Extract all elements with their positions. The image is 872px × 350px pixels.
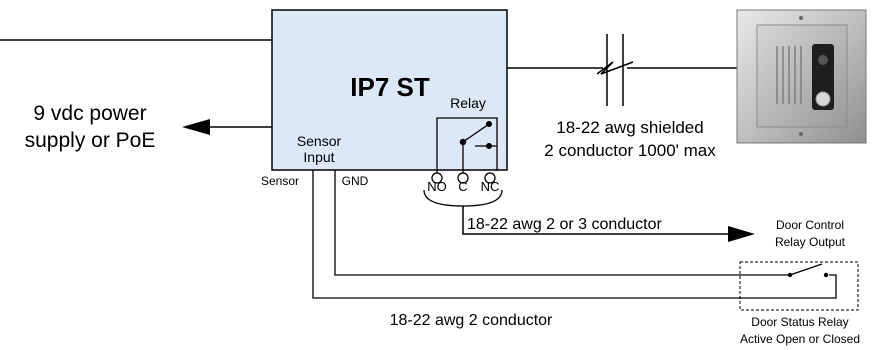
door-station-intercom — [736, 9, 867, 144]
gnd-wire — [334, 170, 789, 276]
relay-output-cable-label: 18-22 awg 2 or 3 conductor — [467, 216, 662, 233]
door-status-label-line1: Door Status Relay — [751, 315, 848, 329]
relay-label: Relay — [450, 95, 486, 111]
terminal-nc-label: NC — [481, 179, 500, 194]
relay-terminal-c — [457, 172, 469, 184]
station-cable-label-line1: 18-22 awg shielded — [556, 118, 703, 137]
sensor-cable-label: 18-22 awg 2 conductor — [390, 312, 553, 329]
door-status-relay-box — [739, 261, 859, 311]
sensor-input-label-line2: Input — [303, 149, 334, 165]
door-status-switch — [787, 263, 829, 278]
gnd-terminal-label: GND — [342, 174, 369, 188]
power-label-line1: 9 vdc power — [33, 102, 146, 125]
door-control-label-line2: Relay Output — [775, 235, 846, 249]
relay-contact-symbol — [436, 117, 498, 173]
power-label-line2: supply or PoE — [25, 129, 156, 152]
terminal-no-label: NO — [427, 179, 447, 194]
sensor-terminal-label: Sensor — [261, 174, 299, 188]
sensor-input-label-line1: Sensor — [297, 133, 342, 149]
relay-output-line — [462, 206, 730, 235]
door-status-label-line2: Active Open or Closed — [740, 332, 860, 346]
relay-terminal-nc — [484, 172, 496, 184]
station-cable — [507, 34, 745, 106]
station-cable-label-line2: 2 conductor 1000' max — [544, 141, 716, 160]
sensor-wire — [312, 170, 837, 299]
door-control-label-line1: Door Control — [776, 218, 844, 232]
relay-terminal-no — [431, 172, 443, 184]
terminal-c-label: C — [458, 179, 467, 194]
device-title: IP7 ST — [350, 72, 430, 102]
power-arrow-head — [182, 119, 210, 135]
relay-output-arrow-head — [728, 226, 755, 242]
ip7-st-device-box — [271, 9, 508, 171]
